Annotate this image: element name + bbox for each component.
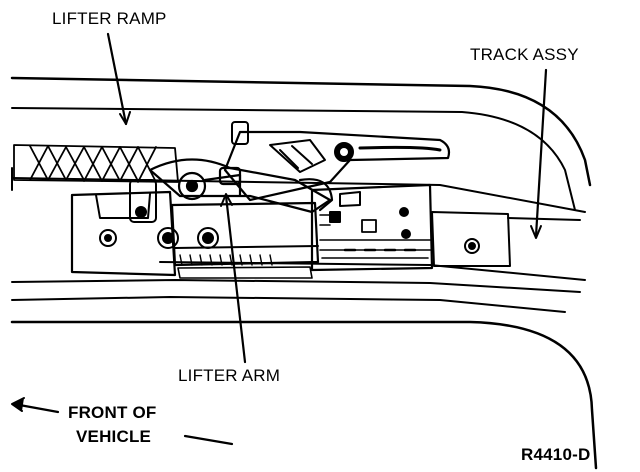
front-of-vehicle-tail-dash [183, 434, 234, 446]
front-of-vehicle-label-line1: FRONT OF [68, 403, 157, 422]
leader-lifter-arm [220, 193, 247, 364]
lifter-ramp-label: LIFTER RAMP [52, 9, 167, 28]
lifter-ramp-lattice [13, 144, 179, 183]
lifter-arm-label: LIFTER ARM [178, 366, 281, 385]
leader-track-assy [530, 68, 548, 239]
track-end-piece [431, 211, 581, 267]
track-rail-bottom-2 [11, 279, 581, 293]
lifter-arm-linkage [148, 158, 334, 214]
leader-lifter-ramp [106, 32, 131, 126]
figure-reference-code: R4410-D [521, 445, 591, 464]
front-of-vehicle-arrow [11, 397, 60, 414]
track-guide-block [310, 183, 434, 272]
track-bracket [70, 179, 219, 277]
front-of-vehicle-label-line2: VEHICLE [76, 427, 152, 446]
roof-opening-curve [10, 320, 598, 470]
track-rail-bottom-3 [11, 296, 566, 313]
track-assy-label: TRACK ASSY [470, 45, 579, 64]
roof-panel-inner-outline [11, 107, 576, 211]
slider-carriage [170, 201, 320, 279]
lifter-ramp-cam-plate [223, 121, 451, 202]
